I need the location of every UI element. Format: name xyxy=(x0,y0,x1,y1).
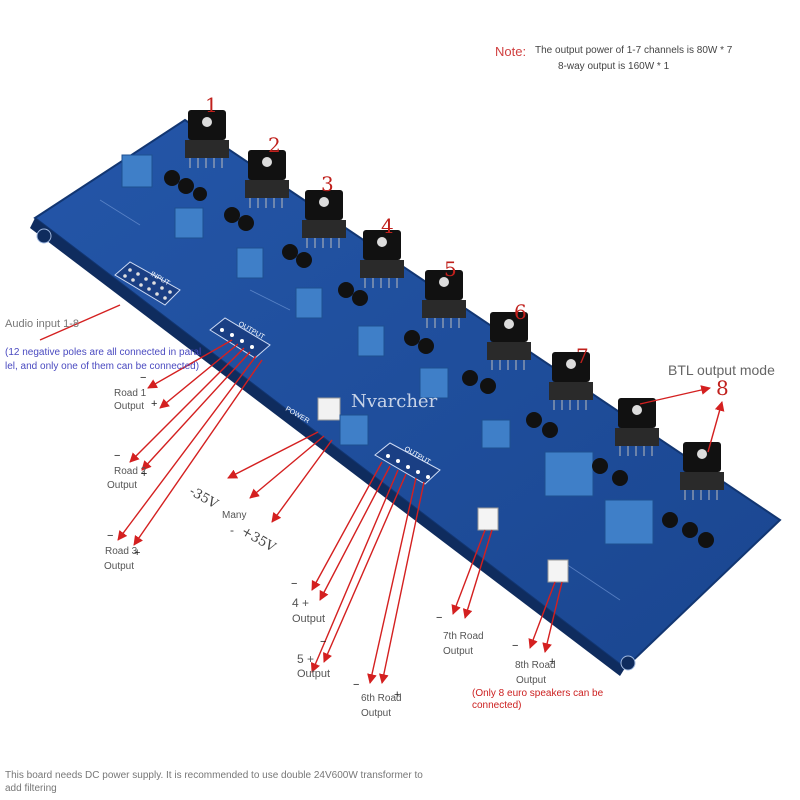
footer-line-1: This board needs DC power supply. It is … xyxy=(5,770,423,781)
channel-number-5: 5 xyxy=(444,257,457,281)
road2-output: Output xyxy=(107,480,138,491)
chip-5 xyxy=(422,270,466,328)
channel-number-2: 2 xyxy=(268,133,281,157)
road2-minus: − xyxy=(114,450,121,462)
speaker-note-line-1: (Only 8 euro speakers can be xyxy=(472,688,604,699)
road1-label: Road 1 xyxy=(114,388,147,399)
channel-number-4: 4 xyxy=(381,214,394,238)
road4-minus: − xyxy=(291,578,298,590)
note-label: Note: xyxy=(495,44,527,59)
annotation-arrows xyxy=(39,304,725,684)
chip-2 xyxy=(245,150,289,208)
channel-number-3: 3 xyxy=(321,172,334,196)
speaker-note-line-2: connected) xyxy=(472,700,522,711)
road8-minus: − xyxy=(512,640,519,652)
road8-output: Output xyxy=(516,675,547,686)
road6-minus: − xyxy=(353,679,360,691)
chip-8b xyxy=(680,442,724,500)
road4-label: 4 + xyxy=(292,596,310,610)
chip-6 xyxy=(487,312,531,370)
channel-number-6: 6 xyxy=(514,300,527,324)
road7-output: Output xyxy=(443,646,474,657)
road1-output: Output xyxy=(114,401,145,412)
channel-number-8: 8 xyxy=(716,376,729,400)
road7-label: 7th Road xyxy=(443,631,484,642)
road8-label: 8th Road xyxy=(515,660,556,671)
audio-input-note-line-2: lel, and only one of them can be connect… xyxy=(5,361,200,372)
road3-plus: + xyxy=(134,547,141,559)
note-line-1: The output power of 1-7 channels is 80W … xyxy=(535,45,733,56)
road3-output: Output xyxy=(104,561,135,572)
amplifier-chips xyxy=(185,110,724,500)
road5-minus: − xyxy=(320,636,327,648)
power-dash: - xyxy=(230,523,234,537)
road6-label: 6th Road xyxy=(361,693,402,704)
note-line-2: 8-way output is 160W * 1 xyxy=(558,61,670,72)
chip-3 xyxy=(302,190,346,248)
capacitors xyxy=(121,154,714,548)
audio-input-title: Audio input 1-8 xyxy=(5,318,79,330)
road6-output: Output xyxy=(361,708,392,719)
road5-output: Output xyxy=(297,668,331,680)
channel-number-1: 1 xyxy=(205,93,218,117)
footer-line-2: add filtering xyxy=(5,783,57,794)
watermark: Nvarcher xyxy=(351,391,438,412)
road6-plus: + xyxy=(394,689,401,701)
road4-output: Output xyxy=(292,613,326,625)
terminal-blocks xyxy=(477,507,569,583)
road8-plus: + xyxy=(549,656,556,668)
chip-4 xyxy=(360,230,404,288)
road7-minus: − xyxy=(436,612,443,624)
channel-number-7: 7 xyxy=(576,344,589,368)
chip-8a xyxy=(615,398,659,456)
road3-minus: − xyxy=(107,530,114,542)
road5-label: 5 + xyxy=(297,652,315,666)
audio-input-note-line-1: (12 negative poles are all connected in … xyxy=(5,347,202,358)
road2-plus: + xyxy=(141,468,148,480)
chip-7 xyxy=(549,352,593,410)
road2-label: Road 2 xyxy=(114,466,147,477)
road1-minus: − xyxy=(140,372,147,384)
power-many-label: Many xyxy=(222,510,247,521)
chip-1 xyxy=(185,110,229,168)
btl-output-mode-label: BTL output mode xyxy=(668,362,775,378)
road1-plus: + xyxy=(151,398,158,410)
road3-label: Road 3 xyxy=(105,546,138,557)
